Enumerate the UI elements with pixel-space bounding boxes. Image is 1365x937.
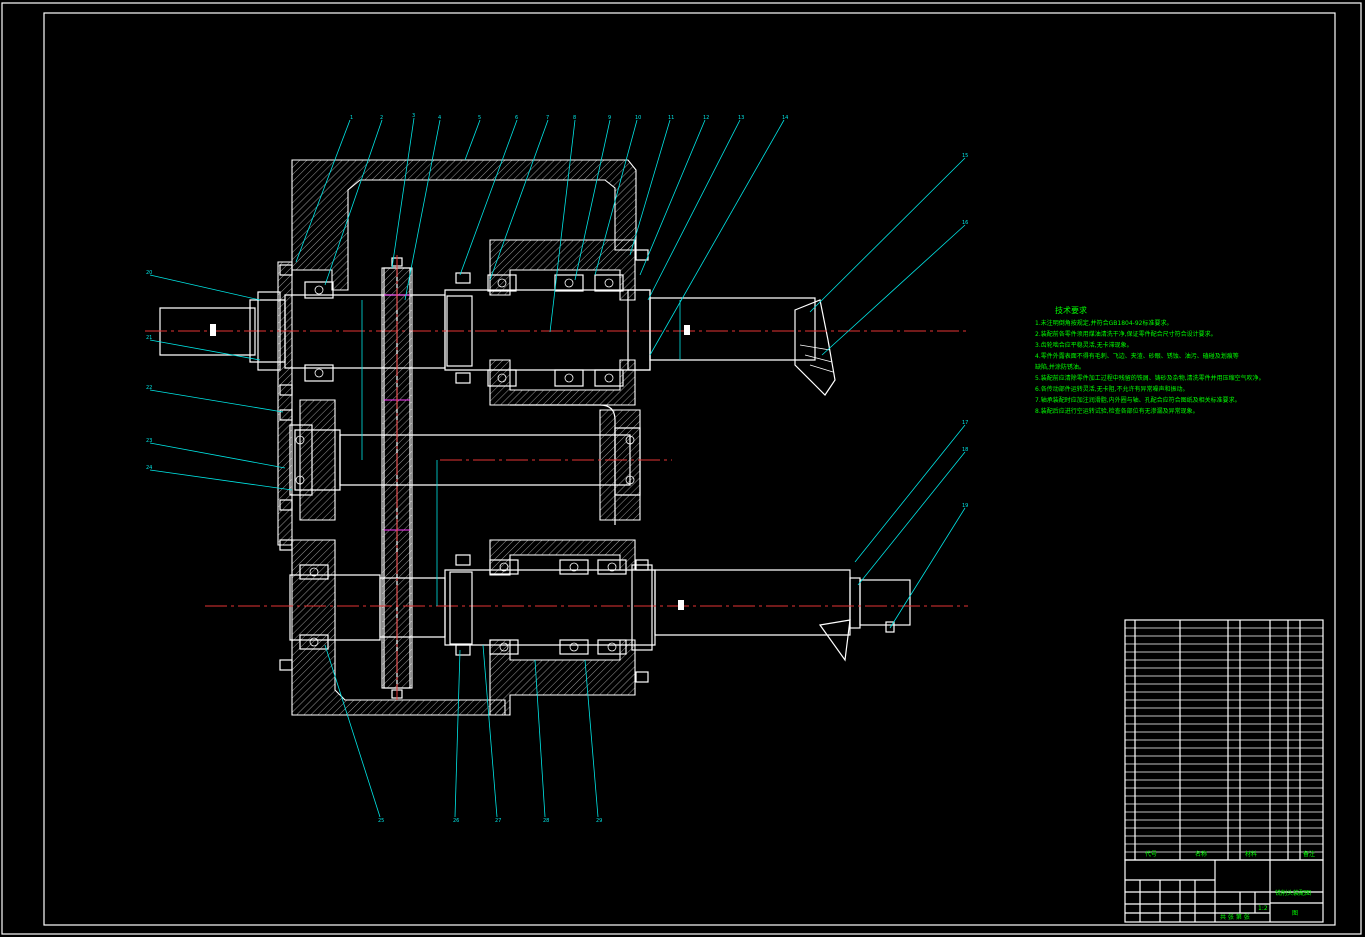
parts-list-table: 代号 名称 材料 备注: [1124, 619, 1324, 861]
svg-text:3: 3: [412, 113, 415, 119]
part-balloons: 1 2 3 4 5 6 7 8 9 10 11 12 13 14 15 16 1…: [146, 113, 968, 824]
technical-notes: 技术要求 1.未注明倒角按规定,并符合GB1804-92标准要求。 2.装配前各…: [1035, 305, 1265, 415]
svg-text:16: 16: [962, 220, 968, 226]
lower-spindle-shaft: [205, 559, 968, 662]
svg-text:11: 11: [668, 115, 674, 121]
upper-bearings: [304, 274, 624, 387]
upper-spindle-shaft: [145, 274, 968, 396]
gearbox-housing: [277, 159, 641, 716]
note-line: 缺陷,并涂防锈油。: [1035, 363, 1085, 371]
svg-text:13: 13: [738, 115, 744, 121]
svg-text:8: 8: [573, 115, 576, 121]
svg-text:1: 1: [350, 115, 353, 121]
svg-text:24: 24: [146, 465, 152, 471]
company-label: 图: [1292, 910, 1298, 917]
drawing-name: 铣削头装配图: [1275, 889, 1311, 897]
notes-title: 技术要求: [1055, 305, 1087, 315]
svg-text:22: 22: [146, 385, 152, 391]
svg-text:9: 9: [608, 115, 611, 121]
svg-text:29: 29: [596, 818, 602, 824]
svg-text:27: 27: [495, 818, 501, 824]
svg-text:10: 10: [635, 115, 641, 121]
part-leader-lines: [149, 117, 966, 818]
svg-text:2: 2: [380, 115, 383, 121]
svg-text:21: 21: [146, 335, 152, 341]
note-line: 6.各传动部件运转灵活,无卡阻,不允许有异常噪声和振动。: [1035, 385, 1189, 393]
intermediate-shaft: [289, 424, 672, 496]
lower-bearings: [299, 559, 627, 655]
note-line: 3.齿轮啮合应平稳灵活,无卡滞现象。: [1035, 341, 1133, 349]
svg-text:19: 19: [962, 503, 968, 509]
note-line: 5.装配前应清除零件加工过程中残留的铁屑、铸砂及杂物,清洗零件并用压缩空气吹净。: [1035, 374, 1265, 382]
scale-value: 1:2: [1258, 905, 1268, 912]
note-line: 7.轴承装配时应加注润滑脂,内外圈与轴、孔配合应符合图纸及相关标准要求。: [1035, 396, 1241, 404]
svg-text:23: 23: [146, 438, 152, 444]
svg-text:12: 12: [703, 115, 709, 121]
title-block: 铣削头装配图 1:2 共 张 第 张 图: [1124, 859, 1324, 923]
bom-header-name: 名称: [1195, 850, 1207, 858]
svg-text:20: 20: [146, 270, 152, 276]
svg-text:28: 28: [543, 818, 549, 824]
bom-header-remark: 备注: [1303, 850, 1315, 858]
svg-text:6: 6: [515, 115, 518, 121]
sheet-label: 共 张 第 张: [1220, 913, 1250, 921]
svg-text:4: 4: [438, 115, 441, 121]
note-line: 2.装配前各零件须用煤油清洗干净,保证零件配合尺寸符合设计要求。: [1035, 330, 1217, 338]
svg-text:25: 25: [378, 818, 384, 824]
note-line: 1.未注明倒角按规定,并符合GB1804-92标准要求。: [1035, 319, 1172, 327]
svg-text:14: 14: [782, 115, 788, 121]
svg-text:5: 5: [478, 115, 481, 121]
svg-text:26: 26: [453, 818, 459, 824]
note-line: 8.装配后应进行空运转试验,检查各部位有无渗漏及异常现象。: [1035, 407, 1199, 415]
svg-text:17: 17: [962, 420, 968, 426]
svg-text:15: 15: [962, 153, 968, 159]
bom-header-code: 代号: [1145, 850, 1157, 858]
svg-text:18: 18: [962, 447, 968, 453]
note-line: 4.零件外露表面不得有毛刺、飞边、夹渣、砂眼、锈蚀、油污、磕碰及划痕等: [1035, 352, 1239, 360]
bom-header-material: 材料: [1245, 850, 1257, 858]
svg-text:7: 7: [546, 115, 549, 121]
